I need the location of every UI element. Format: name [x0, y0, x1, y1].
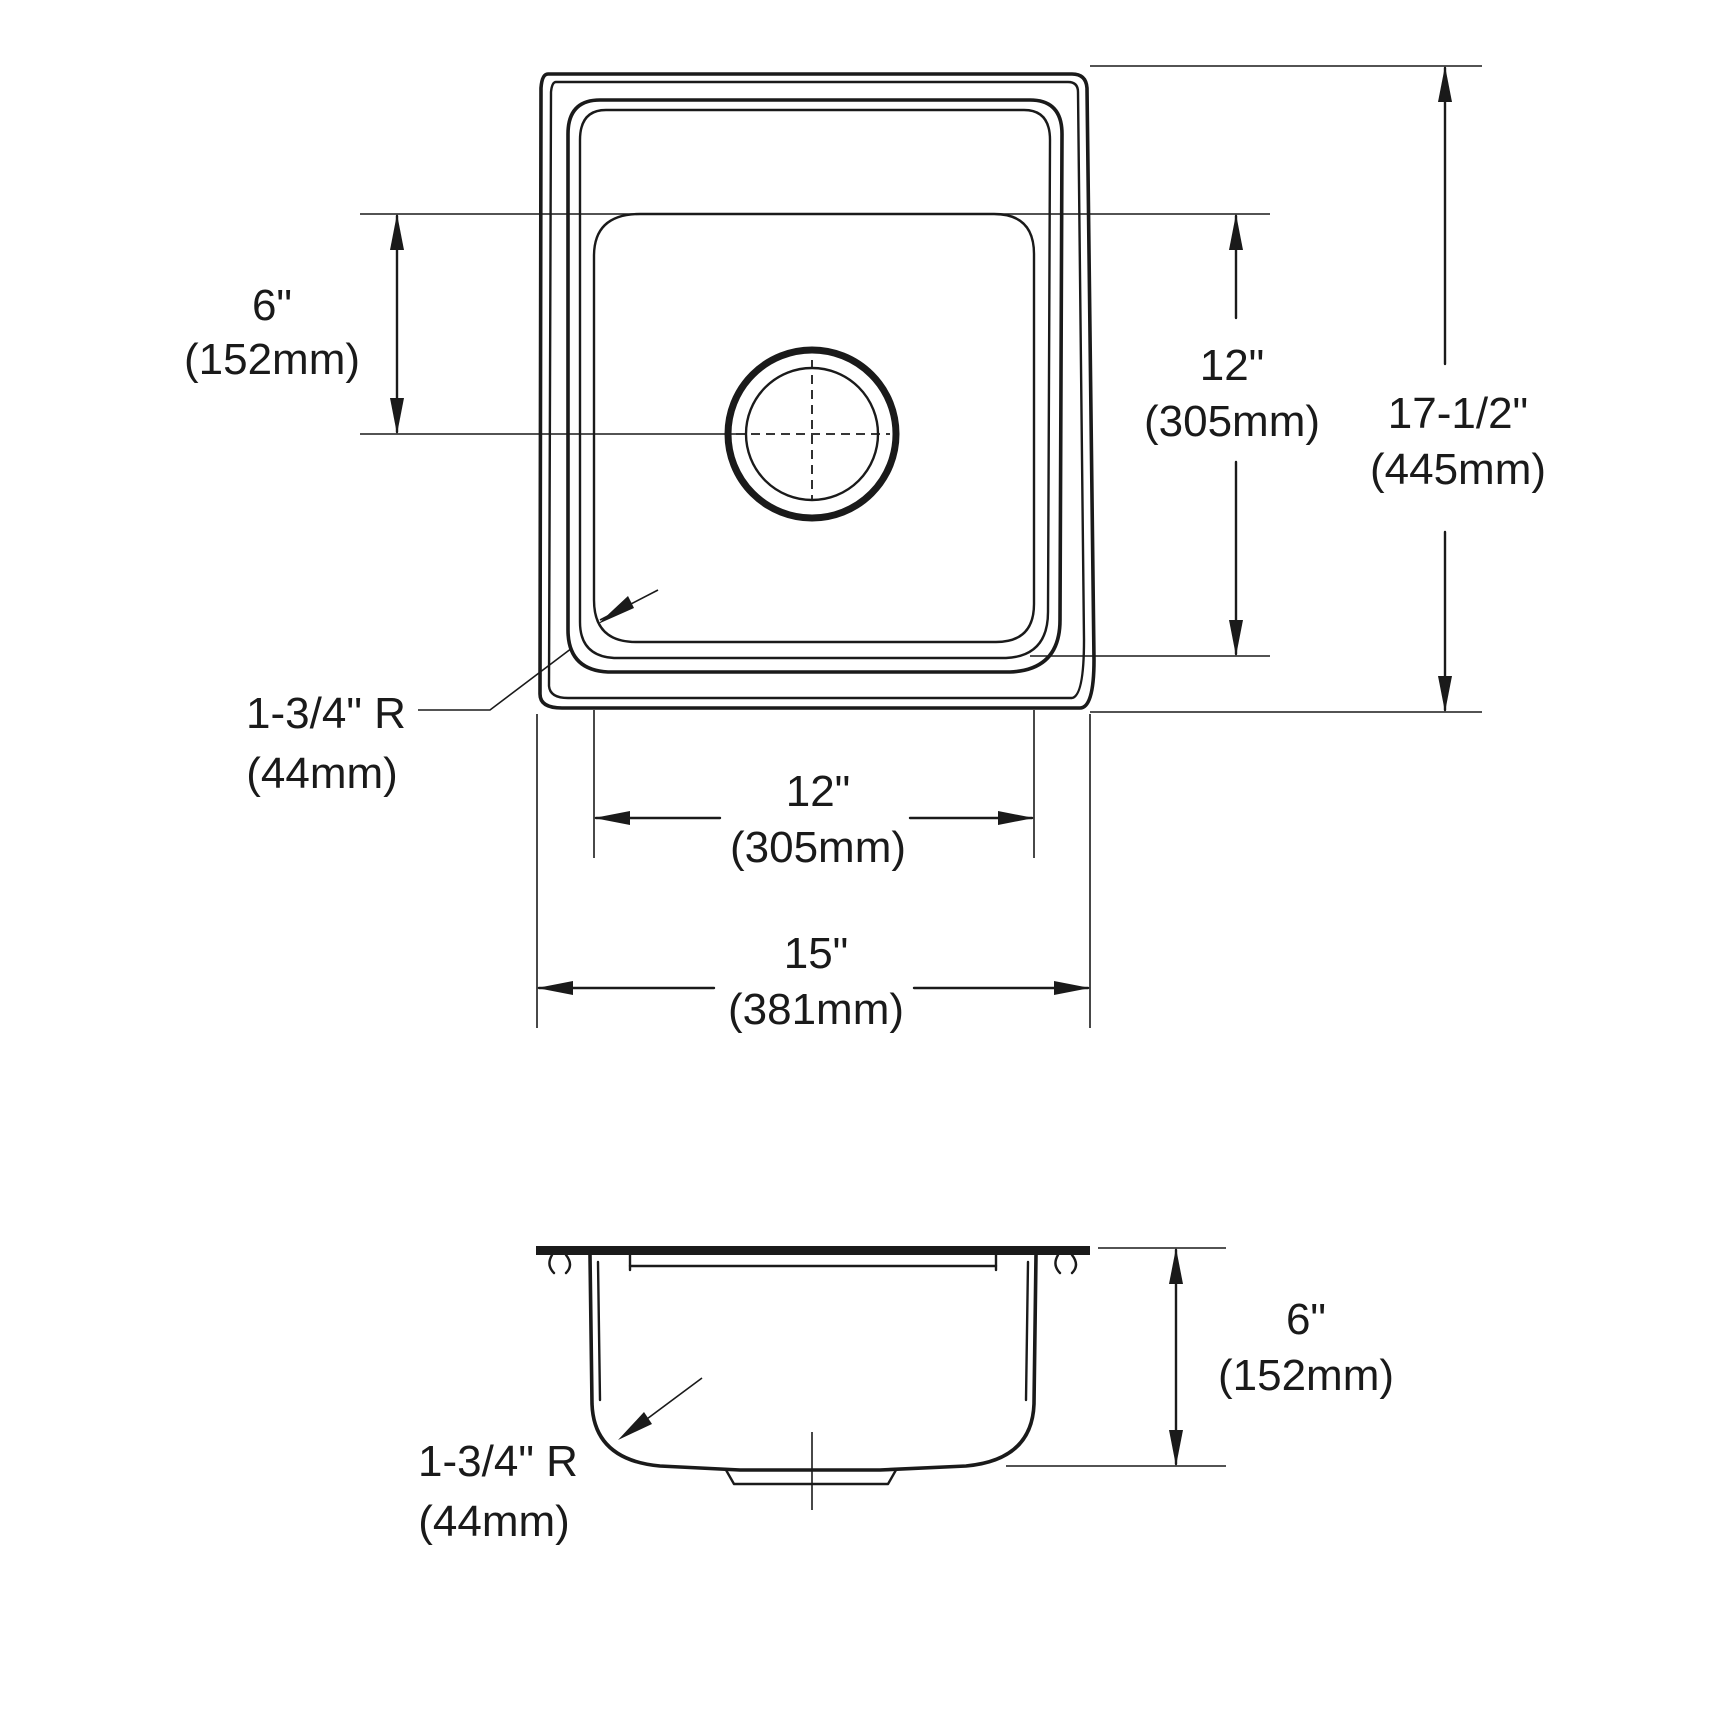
drain-offset-metric: (152mm): [184, 335, 360, 384]
sink-flange: [536, 1246, 1090, 1255]
corner-radius-side-imperial: 1-3/4" R: [418, 1437, 578, 1486]
top-view: [538, 72, 1096, 710]
dimension-depth: 6" (152mm): [1169, 1248, 1394, 1466]
bowl-left-to-right-imperial: 12": [786, 767, 851, 816]
bowl-front-to-back-metric: (305mm): [1144, 397, 1320, 446]
side-view: [536, 1246, 1090, 1510]
dimension-bowl-left-to-right: 12" (305mm): [594, 767, 1034, 872]
drain-offset-imperial: 6": [252, 281, 292, 330]
corner-radius-top-imperial: 1-3/4" R: [246, 689, 406, 738]
overall-left-to-right-metric: (381mm): [728, 985, 904, 1034]
bowl-left-to-right-metric: (305mm): [730, 823, 906, 872]
extension-lines-top: [360, 65, 1482, 1028]
extension-lines-side: [1006, 1247, 1226, 1467]
mounting-clip-left: [548, 1253, 572, 1275]
corner-radius-side-metric: (44mm): [418, 1497, 570, 1546]
bowl-rim-outer: [566, 98, 1064, 674]
bowl-rim-inner: [578, 108, 1052, 660]
corner-radius-top-metric: (44mm): [246, 749, 398, 798]
dimension-corner-radius-top: 1-3/4" R (44mm): [246, 589, 659, 798]
bowl-profile: [588, 1254, 1038, 1472]
overall-front-to-back-metric: (445mm): [1370, 445, 1546, 494]
bowl-floor: [592, 212, 1036, 644]
dimension-corner-radius-side: 1-3/4" R (44mm): [418, 1377, 703, 1546]
dimension-bowl-front-to-back: 12" (305mm): [1144, 214, 1320, 656]
mounting-clip-right: [1054, 1253, 1078, 1275]
sink-outer-rim: [538, 72, 1096, 710]
overall-left-to-right-imperial: 15": [784, 929, 849, 978]
dimension-overall-front-to-back: 17-1/2" (445mm): [1370, 66, 1546, 712]
overall-front-to-back-imperial: 17-1/2": [1388, 389, 1528, 438]
sink-rim-inner-edge: [547, 80, 1086, 700]
bowl-front-to-back-imperial: 12": [1200, 341, 1265, 390]
drain-bump: [724, 1468, 898, 1486]
depth-metric: (152mm): [1218, 1351, 1394, 1400]
dimension-overall-left-to-right: 15" (381mm): [537, 929, 1090, 1034]
depth-imperial: 6": [1286, 1295, 1326, 1344]
dimension-drain-offset: 6" (152mm): [184, 214, 404, 434]
